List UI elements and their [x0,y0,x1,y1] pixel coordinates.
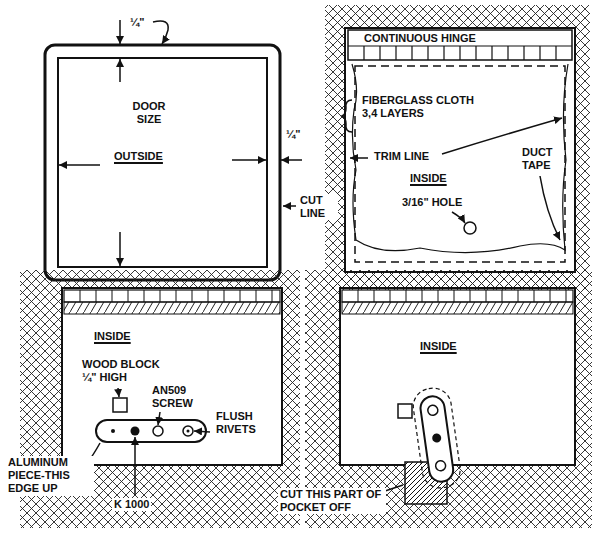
leader-arrow [452,212,465,223]
note-label: CUT THIS PART OF POCKET OFF [278,488,386,514]
note-label: ¼" [284,128,302,141]
continuous-hinge [64,290,280,302]
note-label: ALUMINUM PIECE-THIS EDGE UP [6,456,94,496]
pocket-outline [411,386,463,490]
aluminum-piece [419,395,455,484]
note-label: ¼" [128,16,146,29]
note-label: WOOD BLOCK ¼" HIGH [80,358,170,384]
note-label: FIBERGLASS CLOTH 3,4 LAYERS [360,94,492,120]
note-label: CONTINUOUS HINGE [362,32,478,45]
note-label: 3/16" HOLE [400,196,464,209]
hinge-knuckles [348,46,572,60]
leader-arrow [350,157,368,159]
hinge-knuckles [358,290,566,302]
note-label: DOOR SIZE [120,100,178,126]
hinge-band [64,302,280,314]
screw-hole [153,426,163,436]
note-label: FLUSH RIVETS [214,410,268,436]
hinge-band [342,302,573,314]
cut-line [58,58,267,267]
door-opening [340,288,575,465]
wood-block [113,398,127,412]
dimension-arrow [232,159,266,161]
note-label: INSIDE [418,340,459,353]
note-label: DUCT TAPE [520,146,564,172]
k1000-nut [432,433,442,443]
trim-line [355,66,565,262]
leader-arrow [158,412,160,425]
rivet [187,430,190,433]
note-label: OUTSIDE [112,150,165,163]
note-label: TRIM LINE [372,150,431,163]
leader-arrow [283,205,296,207]
fiberglass-edge [352,64,568,253]
leader-arrow [540,176,560,240]
wood-block [398,404,412,418]
leader-arrow [118,388,119,397]
continuous-hinge [342,290,573,302]
door-opening [345,28,575,272]
rivet [427,405,438,416]
fuselage-hatching [325,5,590,290]
brace [342,100,352,132]
aluminum-piece [96,420,206,442]
k1000-nut [131,427,140,436]
leader-arrow [194,431,210,432]
rivet [111,429,115,433]
note-label: INSIDE [408,172,449,185]
hinge-knuckles [80,290,272,302]
dimension-arrow [119,59,121,82]
leader-arrow [134,437,136,495]
door-opening [62,288,282,465]
aluminum-piece-group [411,386,463,490]
note-label: CUT LINE [298,194,338,220]
curved-arrow [153,21,168,44]
dimension-arrow [59,164,100,166]
dimension-arrow [281,159,302,161]
note-label: K 1000 [112,498,151,511]
screw-hole [435,460,446,471]
door-outline [45,45,280,280]
hole [464,222,476,234]
dimension-arrow [119,232,121,266]
note-label: INSIDE [92,330,133,343]
dimension-arrow [119,20,121,44]
note-label: AN509 SCREW [150,384,202,410]
rivet [183,426,193,436]
continuous-hinge [348,30,572,60]
